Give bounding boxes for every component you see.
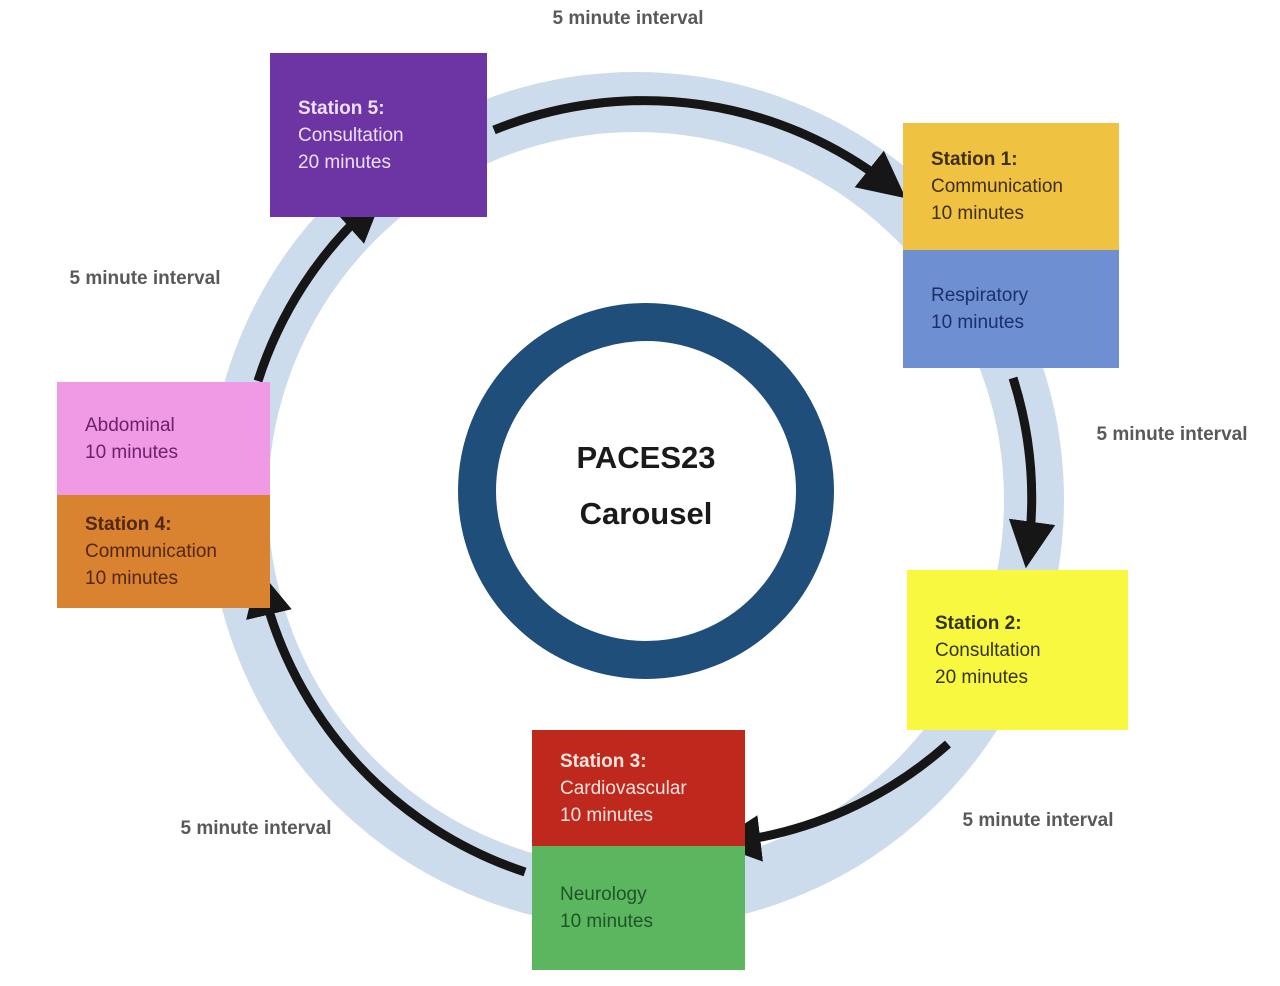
abdominal-box: Abdominal 10 minutes xyxy=(57,382,270,495)
interval-label-left: 5 minute interval xyxy=(69,268,221,289)
station-2-box: Station 2: Consultation 20 minutes xyxy=(907,570,1128,730)
station-1-box: Station 1: Communication 10 minutes xyxy=(903,123,1119,250)
station-4-box: Station 4: Communication 10 minutes xyxy=(57,495,270,608)
arrow-station5-to-station1 xyxy=(492,96,906,199)
station-line: Cardiovascular xyxy=(560,777,687,799)
station-line: 10 minutes xyxy=(931,312,1024,333)
hub-title: PACES23 Carousel xyxy=(486,440,806,532)
station-title: Station 4: xyxy=(85,514,172,535)
interval-label-right: 5 minute interval xyxy=(1096,424,1248,445)
neurology-box: Neurology 10 minutes xyxy=(532,846,745,970)
station-line: 10 minutes xyxy=(85,568,178,589)
arrow-station4-to-station5 xyxy=(253,195,384,383)
station-line: Communication xyxy=(85,541,217,562)
station-title: Station 3: xyxy=(560,750,647,772)
station-line: Respiratory xyxy=(931,285,1029,306)
station-line: 20 minutes xyxy=(298,151,391,173)
station-line: Abdominal xyxy=(85,414,175,436)
hub-title-line1: PACES23 xyxy=(576,440,716,475)
station-line: 20 minutes xyxy=(935,666,1028,688)
station-line: 10 minutes xyxy=(560,911,653,932)
hub-title-line2: Carousel xyxy=(579,496,713,531)
station-line: Consultation xyxy=(298,124,404,146)
interval-label-bottom-right: 5 minute interval xyxy=(962,810,1114,831)
arrow-station1-to-station2 xyxy=(1008,376,1056,569)
station-line: 10 minutes xyxy=(560,804,653,826)
station-title: Station 5: xyxy=(298,97,385,119)
station-5-box: Station 5: Consultation 20 minutes xyxy=(270,53,487,217)
station-title: Station 2: xyxy=(935,612,1022,634)
station-title: Station 1: xyxy=(931,149,1018,170)
station-line: Consultation xyxy=(935,639,1041,661)
arrow-station2-to-station3 xyxy=(713,740,951,862)
interval-label-top: 5 minute interval xyxy=(552,8,704,29)
station-line: 10 minutes xyxy=(931,203,1024,224)
interval-label-bottom-left: 5 minute interval xyxy=(180,818,332,839)
station-line: 10 minutes xyxy=(85,441,178,463)
arrow-station3-to-station4 xyxy=(246,569,527,877)
station-line: Communication xyxy=(931,176,1063,197)
station-line: Neurology xyxy=(560,884,647,905)
station-3-box: Station 3: Cardiovascular 10 minutes xyxy=(532,730,745,846)
hub-ring xyxy=(458,303,834,679)
respiratory-box: Respiratory 10 minutes xyxy=(903,250,1119,368)
